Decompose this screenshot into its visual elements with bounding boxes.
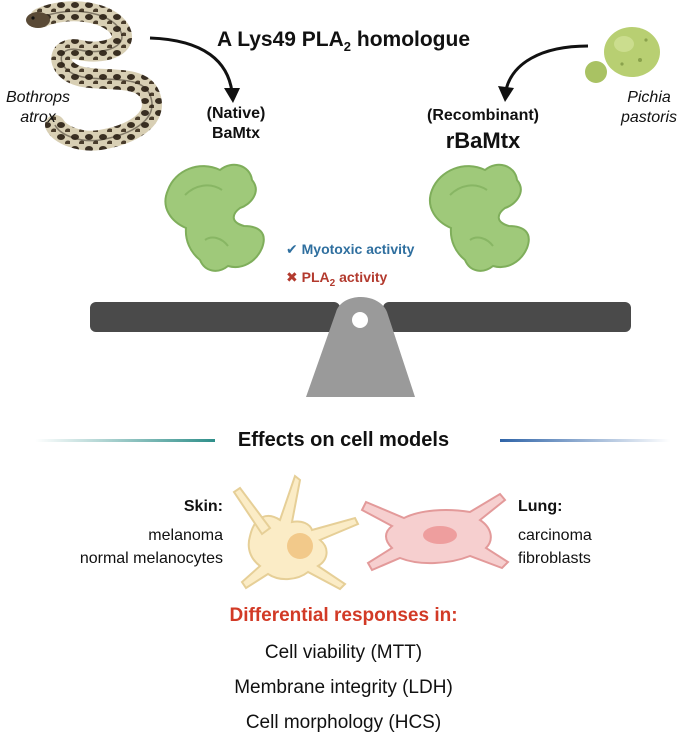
skin-heading: Skin: xyxy=(183,498,223,515)
activity-pla2-tail: activity xyxy=(335,269,388,285)
response-morphology: Cell morphology (HCS) xyxy=(245,712,442,733)
protein-native-shape xyxy=(164,163,265,272)
lung-list: carcinoma fibroblasts xyxy=(518,524,668,570)
arrow-native xyxy=(149,36,240,103)
activity-myotoxic: ✔ Myotoxic activity xyxy=(286,241,414,258)
species-bothrops: Bothrops atrox xyxy=(4,88,72,128)
response-viability: Cell viability (MTT) xyxy=(264,642,423,663)
melanocyte-cell xyxy=(232,474,360,591)
activity-myotoxic-text: Myotoxic activity xyxy=(301,241,415,257)
title-main: A Lys49 PLA xyxy=(216,28,344,51)
species-pichia-line1: Pichia xyxy=(627,89,671,106)
title-tail: homologue xyxy=(351,28,471,51)
species-pichia: Pichia pastoris xyxy=(614,88,684,128)
skin-list: melanoma normal melanocytes xyxy=(20,524,223,570)
scale-beam-left xyxy=(90,302,340,332)
arrow-recombinant xyxy=(498,44,589,102)
snake-illustration xyxy=(26,1,162,151)
native-label-name: BaMtx xyxy=(211,125,260,142)
skin-item-melanocytes: normal melanocytes xyxy=(79,550,223,567)
recombinant-label-line1: (Recombinant) xyxy=(427,107,539,124)
lung-item-fibroblasts: fibroblasts xyxy=(518,550,591,567)
native-label: (Native) BaMtx xyxy=(196,104,276,144)
fibroblast-cell xyxy=(360,492,510,572)
divider-right xyxy=(500,439,670,442)
divider-left xyxy=(35,439,215,442)
page-title: A Lys49 PLA2 homologue xyxy=(0,28,687,54)
lung-item-carcinoma: carcinoma xyxy=(518,527,592,544)
native-label-line1: (Native) xyxy=(206,105,266,122)
species-bothrops-line2: atrox xyxy=(20,109,56,126)
differential-heading: Differential responses in: xyxy=(229,605,458,626)
balance-scale xyxy=(90,297,631,397)
recombinant-label-name: rBaMtx xyxy=(445,128,521,153)
title-subscript: 2 xyxy=(343,39,352,55)
section-heading: Effects on cell models xyxy=(237,429,450,451)
species-bothrops-line1: Bothrops xyxy=(5,89,71,106)
response-membrane: Membrane integrity (LDH) xyxy=(234,677,453,698)
check-icon: ✔ xyxy=(286,241,298,257)
species-pichia-line2: pastoris xyxy=(620,109,678,126)
skin-item-melanoma: melanoma xyxy=(148,527,223,544)
activity-pla2: ✖ PLA2 activity xyxy=(286,269,387,289)
scale-fulcrum xyxy=(306,297,415,397)
activity-pla2-main: PLA xyxy=(301,269,330,285)
lung-heading: Lung: xyxy=(518,498,563,515)
scale-pivot xyxy=(352,312,368,328)
scale-beam-right xyxy=(383,302,631,332)
yeast-illustration xyxy=(585,27,660,83)
recombinant-label: (Recombinant) xyxy=(418,106,548,126)
activity-pla2-subscript: 2 xyxy=(329,277,336,289)
protein-recombinant-shape xyxy=(429,163,530,272)
cross-icon: ✖ xyxy=(286,269,298,285)
